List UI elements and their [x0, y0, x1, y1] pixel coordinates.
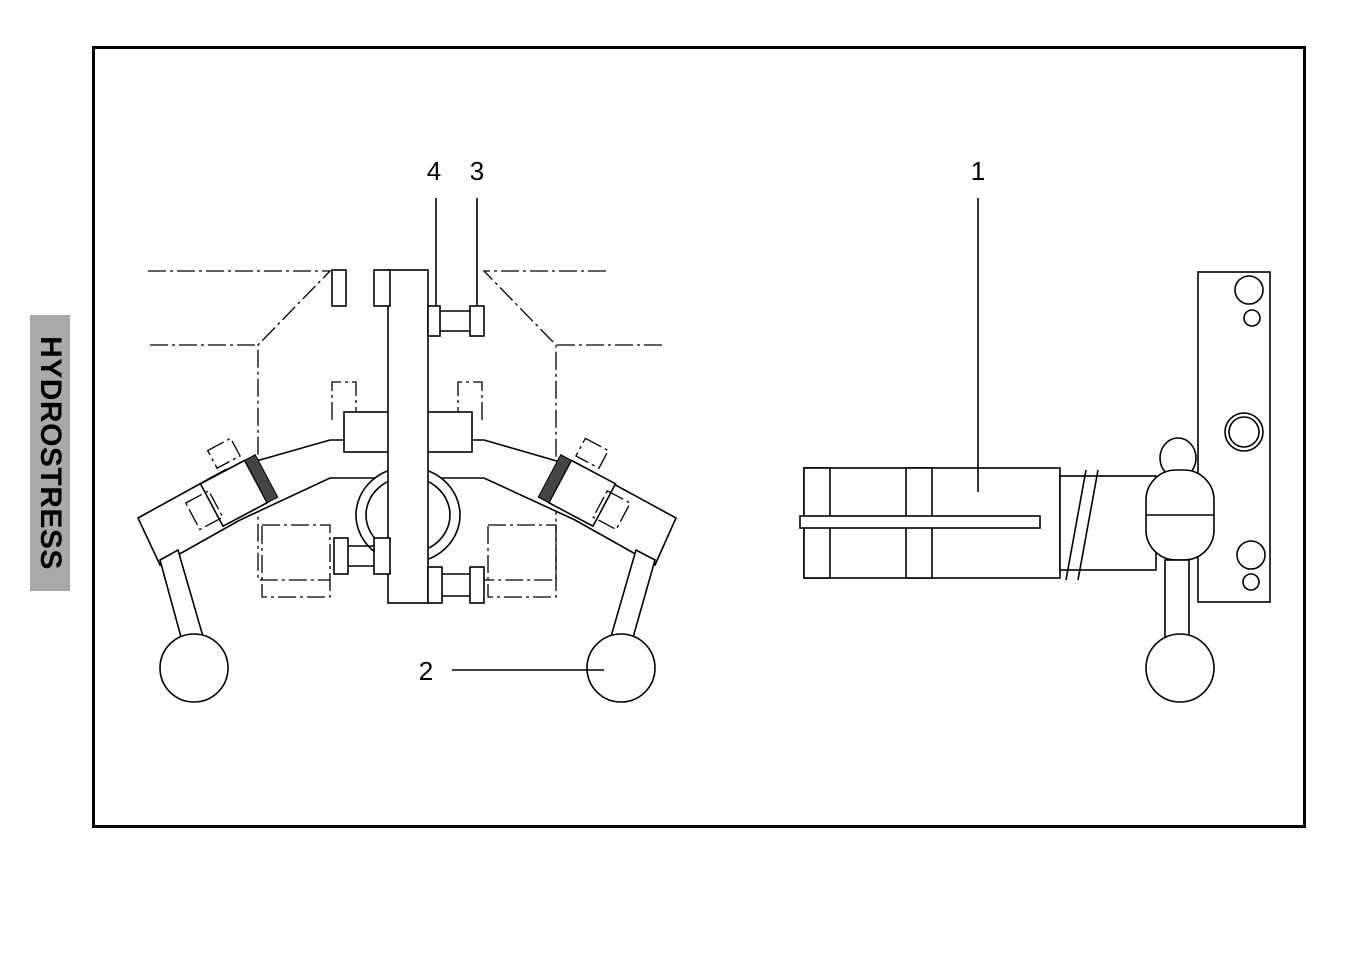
right-view — [800, 198, 1270, 702]
callout-3: 3 — [470, 156, 484, 186]
callout-1: 1 — [971, 156, 985, 186]
callout-2: 2 — [419, 656, 433, 686]
left-view — [138, 198, 676, 702]
callout-4: 4 — [427, 156, 441, 186]
